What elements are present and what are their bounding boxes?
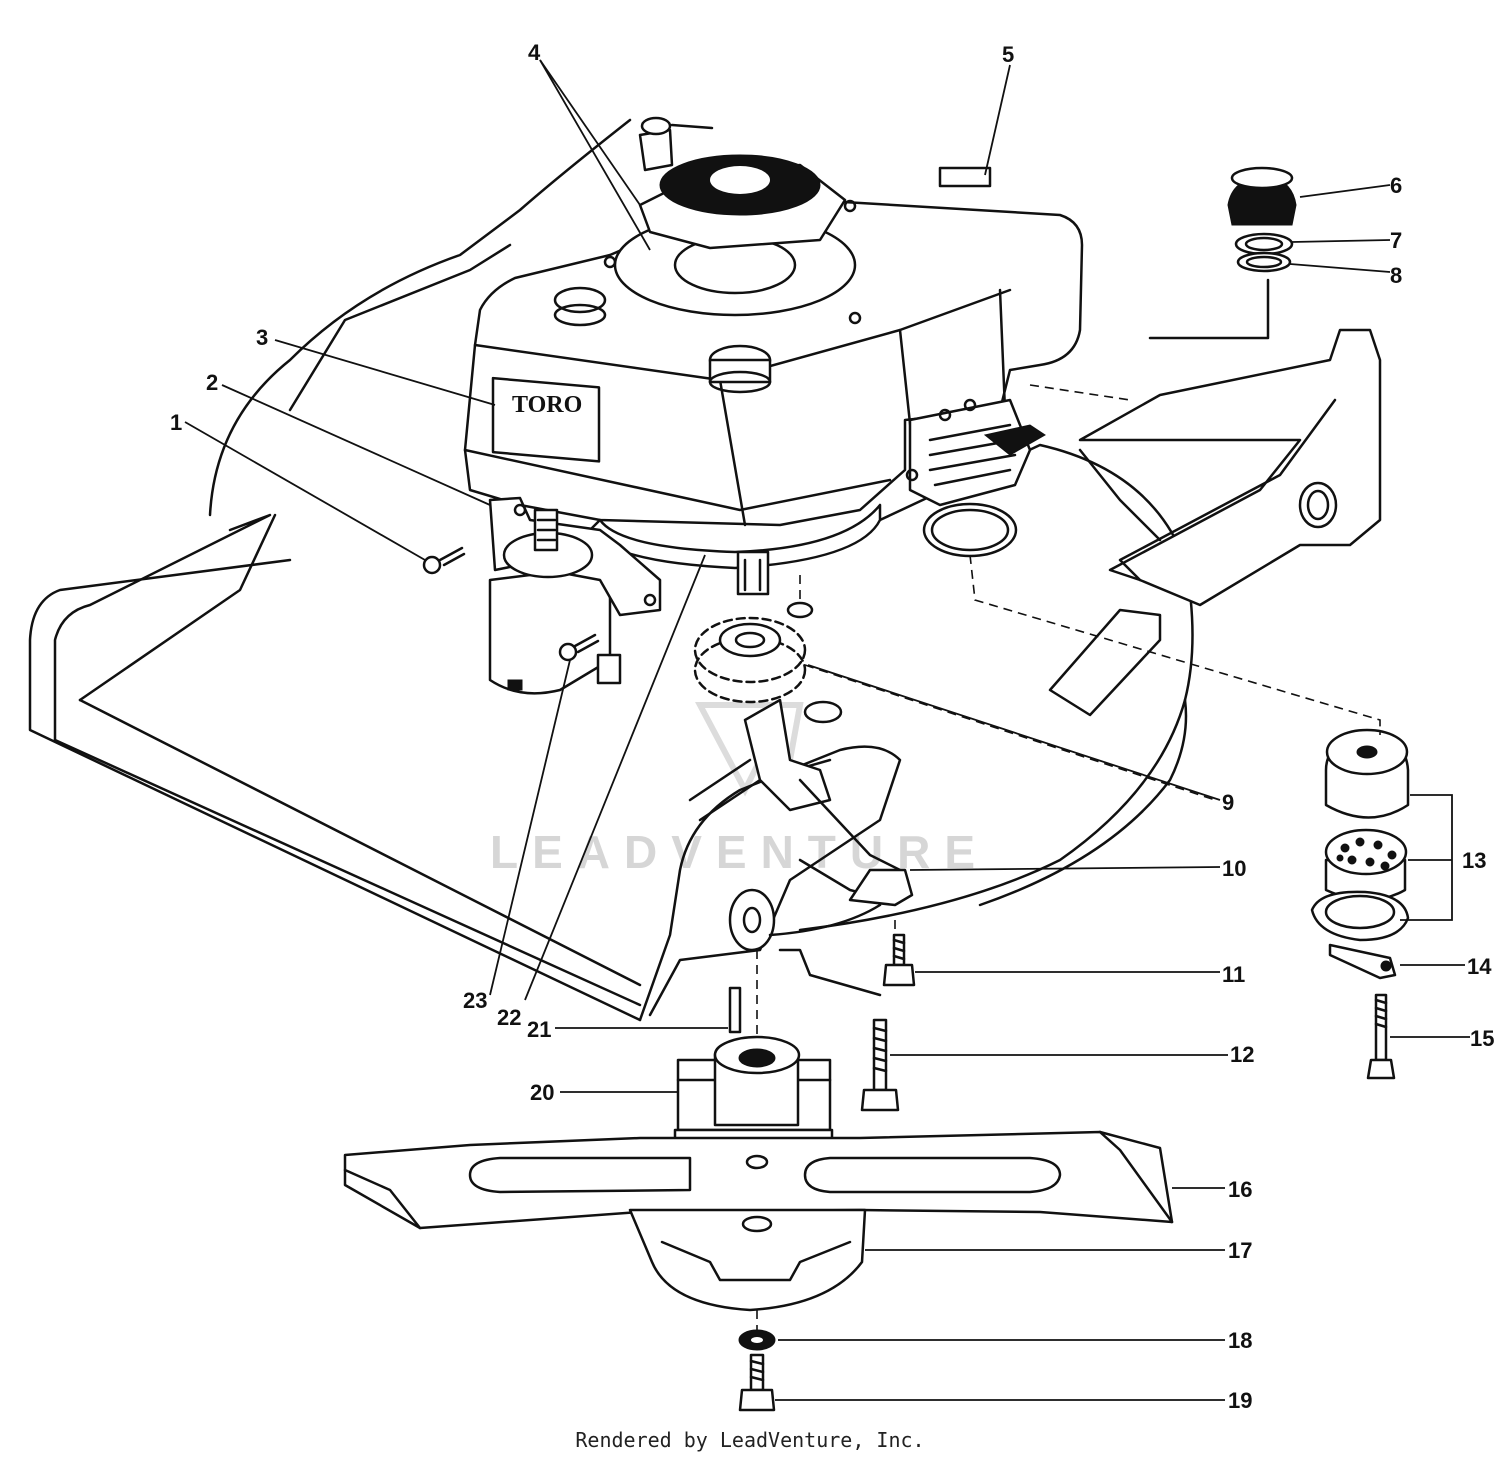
blade-part-16: [343, 1130, 1174, 1230]
blade-adapter-part-20: [673, 1035, 834, 1152]
callout-10: 10: [1222, 856, 1246, 881]
engine: TORO: [463, 116, 1084, 596]
bolt-part-15: [1366, 993, 1396, 1080]
bolt-part-12: [860, 1018, 900, 1112]
callout-2: 2: [206, 370, 218, 395]
callout-16: 16: [1228, 1177, 1252, 1202]
key-part-21: [728, 986, 742, 1034]
pulley-part-9: [693, 601, 843, 724]
callout-3: 3: [256, 325, 268, 350]
screw-part-1: [422, 546, 466, 575]
callout-22: 22: [497, 1005, 521, 1030]
toro-badge-text: TORO: [512, 392, 582, 418]
starter-motor: [488, 496, 662, 695]
bolt-part-19: [738, 1353, 776, 1412]
callout-17: 17: [1228, 1238, 1252, 1263]
muffler-gasket: [922, 502, 1018, 558]
callout-12: 12: [1230, 1042, 1254, 1067]
callout-7: 7: [1390, 228, 1402, 253]
blade-hub-part-17: [628, 1208, 867, 1312]
leader-lines: [184, 59, 1470, 1401]
assembly-lines: [756, 278, 1381, 1330]
callout-9: 9: [1222, 790, 1234, 815]
callout-18: 18: [1228, 1328, 1252, 1353]
callout-13: 13: [1462, 848, 1486, 873]
fuel-cap-assembly: [1227, 166, 1297, 273]
bolt-part-11: [882, 933, 916, 987]
callout-6: 6: [1390, 173, 1402, 198]
callout-20: 20: [530, 1080, 554, 1105]
callout-19: 19: [1228, 1388, 1252, 1413]
callout-4: 4: [528, 40, 541, 65]
callout-11: 11: [1222, 962, 1245, 987]
washer-part-18: [738, 1329, 776, 1351]
callout-1: 1: [170, 410, 182, 435]
callout-5: 5: [1002, 42, 1014, 67]
callout-23: 23: [463, 988, 487, 1013]
callout-15: 15: [1470, 1026, 1494, 1051]
callout-21: 21: [527, 1017, 551, 1042]
baffle-part-10: [848, 868, 914, 907]
callout-labels: 1 2 3 4 5 6 7 8 9 10 11 12 13 14 15 16 1…: [170, 40, 1494, 1413]
callout-14: 14: [1467, 954, 1492, 979]
screw-part-23: [558, 633, 600, 662]
muffler-part-13: [1310, 728, 1410, 980]
callout-8: 8: [1390, 263, 1402, 288]
credit-footer: Rendered by LeadVenture, Inc.: [575, 1428, 925, 1452]
mower-deck: [28, 118, 1382, 1022]
